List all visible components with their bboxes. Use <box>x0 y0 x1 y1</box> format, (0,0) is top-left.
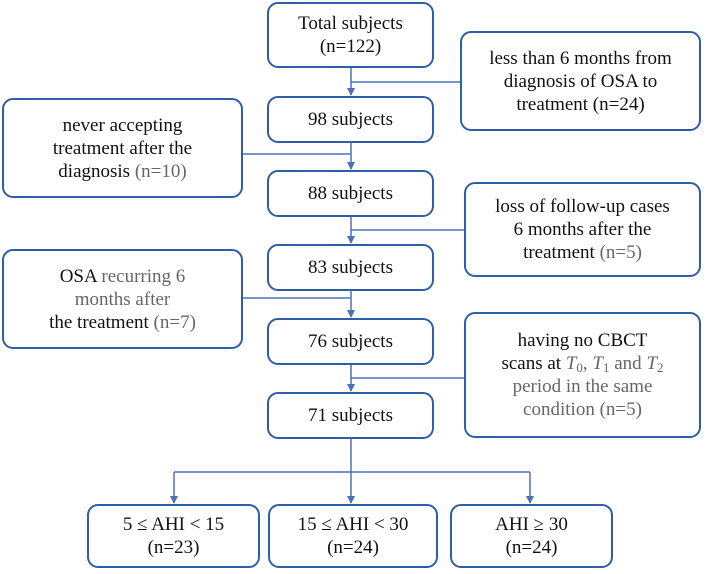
exclusion-4-count: (n=7) <box>153 311 196 333</box>
exclusion-3-count: (n=5) <box>599 242 642 263</box>
group-moderate-label: 15 ≤ AHI < 30 <box>297 514 409 535</box>
exclusion-2-line-3: diagnosis (n=10) <box>58 160 186 183</box>
exclusion-5-text: condition <box>523 399 595 420</box>
exclusion-box-2: never accepting treatment after the diag… <box>2 98 243 198</box>
total-subjects-box: Total subjects (n=122) <box>267 2 434 68</box>
exclusion-2-text: diagnosis <box>58 160 131 182</box>
exclusion-2-count: (n=10) <box>134 160 187 182</box>
t0-subscript: 0 <box>576 360 583 375</box>
exclusion-3-line-1: loss of follow-up cases <box>495 196 670 217</box>
group-moderate-count: (n=24) <box>327 537 379 558</box>
subjects-76-label: 76 subjects <box>308 331 393 352</box>
exclusion-4-line-2: months after <box>74 288 171 310</box>
group-box-severe: AHI ≥ 30 (n=24) <box>450 504 613 568</box>
group-box-moderate: 15 ≤ AHI < 30 (n=24) <box>268 504 438 568</box>
exclusion-5-scans: scans at <box>501 353 562 374</box>
total-subjects-label: Total subjects <box>298 13 403 34</box>
group-box-mild: 5 ≤ AHI < 15 (n=23) <box>87 504 260 568</box>
exclusion-4-line-1: OSA recurring 6 <box>60 265 186 288</box>
total-subjects-count: (n=122) <box>319 36 382 57</box>
exclusion-box-4: OSA recurring 6 months after the treatme… <box>2 249 243 349</box>
t1-symbol: T <box>592 353 603 374</box>
exclusion-4-line-3: the treatment (n=7) <box>49 311 196 334</box>
subjects-71-box: 71 subjects <box>267 392 434 439</box>
exclusion-1-line-3: treatment (n=24) <box>516 93 645 115</box>
subjects-88-box: 88 subjects <box>267 170 434 217</box>
exclusion-5-line-1: having no CBCT <box>517 330 648 351</box>
exclusion-1-line-2: diagnosis of OSA to <box>503 70 658 92</box>
exclusion-4-osa: OSA <box>59 265 97 287</box>
exclusion-3-line-3: treatment (n=5) <box>523 241 642 264</box>
exclusion-box-1: less than 6 months from diagnosis of OSA… <box>460 31 701 131</box>
subjects-83-label: 83 subjects <box>308 257 393 278</box>
exclusion-3-text: treatment <box>523 242 595 263</box>
exclusion-3-line-2: 6 months after the <box>513 219 652 240</box>
t0-symbol: T <box>565 353 577 374</box>
exclusion-2-line-2: treatment after the <box>52 137 193 159</box>
subjects-88-label: 88 subjects <box>308 183 393 204</box>
t2-symbol: T <box>646 353 658 374</box>
exclusion-2-line-1: never accepting <box>62 114 183 136</box>
exclusion-5-line-3: period in the same <box>512 376 653 397</box>
t-separator-1: , <box>582 353 588 374</box>
subjects-83-box: 83 subjects <box>267 244 434 291</box>
t1-subscript: 1 <box>603 360 610 375</box>
exclusion-box-5: having no CBCT scans at T0, T1 and T2 pe… <box>464 312 701 438</box>
exclusion-4-text: the treatment <box>49 311 149 333</box>
exclusion-5-line-4: condition (n=5) <box>523 398 642 421</box>
exclusion-box-3: loss of follow-up cases 6 months after t… <box>464 182 701 277</box>
subjects-98-box: 98 subjects <box>267 96 434 143</box>
exclusion-4-recurring: recurring 6 <box>101 265 186 287</box>
exclusion-5-line-2: scans at T0, T1 and T2 <box>501 352 663 375</box>
group-severe-label: AHI ≥ 30 <box>495 514 568 535</box>
exclusion-1-line-1: less than 6 months from <box>489 47 672 69</box>
exclusion-5-count: (n=5) <box>599 399 642 420</box>
group-severe-count: (n=24) <box>505 537 558 558</box>
subjects-76-box: 76 subjects <box>267 318 434 365</box>
group-mild-count: (n=23) <box>147 537 200 558</box>
subjects-98-label: 98 subjects <box>308 109 393 130</box>
group-mild-label: 5 ≤ AHI < 15 <box>122 514 225 535</box>
t2-subscript: 2 <box>657 360 664 375</box>
t-separator-2: and <box>614 353 642 374</box>
exclusion-5-times: T0, T1 and T2 <box>566 353 664 374</box>
subjects-71-label: 71 subjects <box>308 405 393 426</box>
